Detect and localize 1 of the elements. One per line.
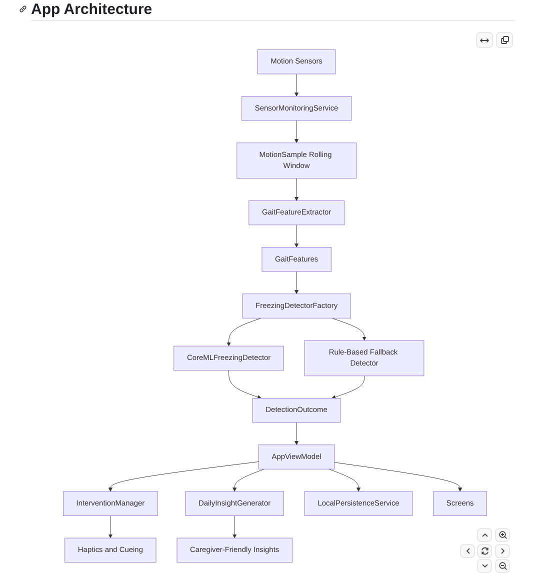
heading: App Architecture (31, 1, 152, 19)
